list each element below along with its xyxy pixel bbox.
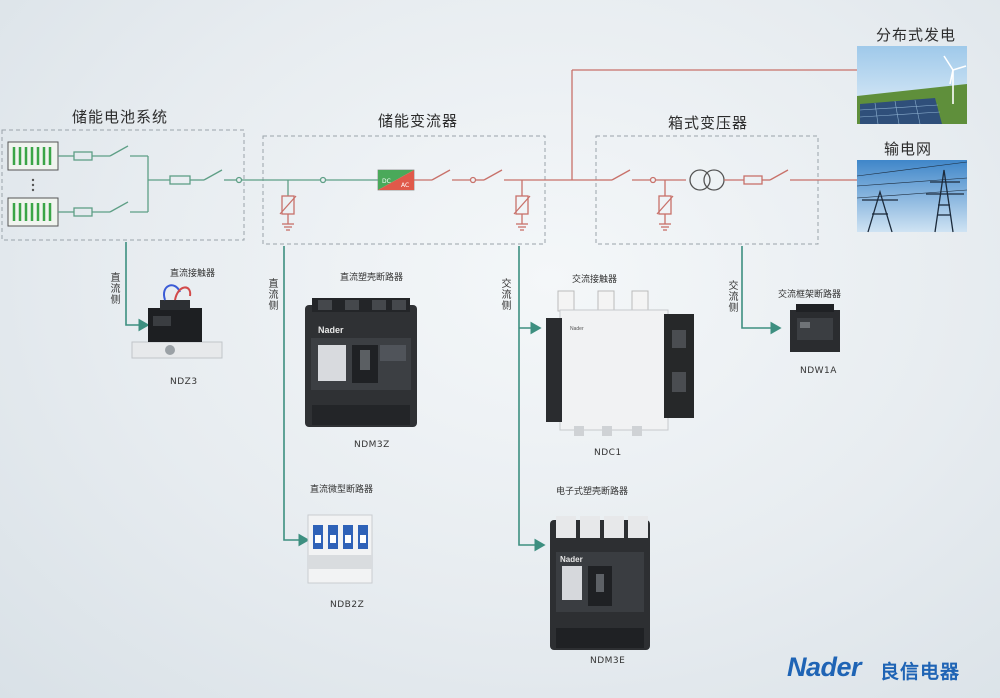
battery-module-bottom <box>7 197 59 227</box>
dc-side-label-2: 直流侧 <box>266 278 277 311</box>
product-name-ndb2z: 直流微型断路器 <box>310 485 374 495</box>
battery-system-title: 储能电池系统 <box>72 108 169 126</box>
battery-system-box <box>1 129 245 241</box>
ndw1a-acb-device <box>790 304 840 352</box>
dc-side-label-1: 直流侧 <box>108 272 119 305</box>
converter-ac-text: AC <box>401 182 409 189</box>
product-name-ndm3e: 电子式塑壳断路器 <box>556 487 629 497</box>
ndm3e-electronic-mccb-device: Nader <box>550 516 650 650</box>
battery-wiring <box>58 145 243 217</box>
ac-side-label-2: 交流侧 <box>726 280 737 313</box>
model-ndm3e: NDM3E <box>590 656 626 666</box>
pcs-title: 储能变流器 <box>378 112 459 130</box>
ndm3e-device-brand: Nader <box>560 555 583 564</box>
converter-dc-text: DC <box>382 178 391 185</box>
dc-ac-converter-symbol: DC AC <box>377 169 415 191</box>
model-ndw1a: NDW1A <box>800 366 837 376</box>
product-name-ndc1: 交流接触器 <box>572 275 618 285</box>
pcs-box <box>262 135 546 245</box>
product-name-ndz3: 直流接触器 <box>170 269 216 279</box>
product-name-ndw1a: 交流框架断路器 <box>778 290 842 300</box>
ac-side-label-1: 交流侧 <box>499 278 510 311</box>
ndm3z-device-brand: Nader <box>318 325 344 335</box>
brand-logo-en: Nader <box>787 652 862 682</box>
model-ndc1: NDC1 <box>594 448 622 458</box>
ndz3-dc-contactor-device <box>131 284 223 359</box>
solar-wind-image <box>857 46 967 125</box>
battery-module-top <box>7 141 59 171</box>
ndc1-device-brand: Nader <box>570 326 584 332</box>
battery-ellipsis <box>31 178 35 192</box>
pcs-dc-wiring <box>242 176 378 196</box>
model-ndm3z: NDM3Z <box>354 440 390 450</box>
surge-arrester-dc <box>279 195 297 231</box>
distributed-gen-title: 分布式发电 <box>876 26 957 44</box>
transmission-tower-image <box>856 160 968 233</box>
model-ndb2z: NDB2Z <box>330 600 365 610</box>
ndb2z-mcb-device <box>307 514 373 584</box>
ndm3z-dc-mccb-device: Nader <box>305 298 417 427</box>
brand-logo-cn: 良信电器 <box>880 661 961 683</box>
box-transformer-title: 箱式变压器 <box>668 114 749 132</box>
grid-title: 输电网 <box>884 140 933 158</box>
ndc1-ac-contactor-device: Nader <box>546 290 694 436</box>
box-transformer-box <box>595 135 819 245</box>
product-name-ndm3z: 直流塑壳断路器 <box>340 273 404 283</box>
pcs-ac-wiring <box>414 69 858 231</box>
product-connector-lines <box>125 242 782 552</box>
transformer-wiring <box>600 169 858 231</box>
model-ndz3: NDZ3 <box>170 377 198 387</box>
